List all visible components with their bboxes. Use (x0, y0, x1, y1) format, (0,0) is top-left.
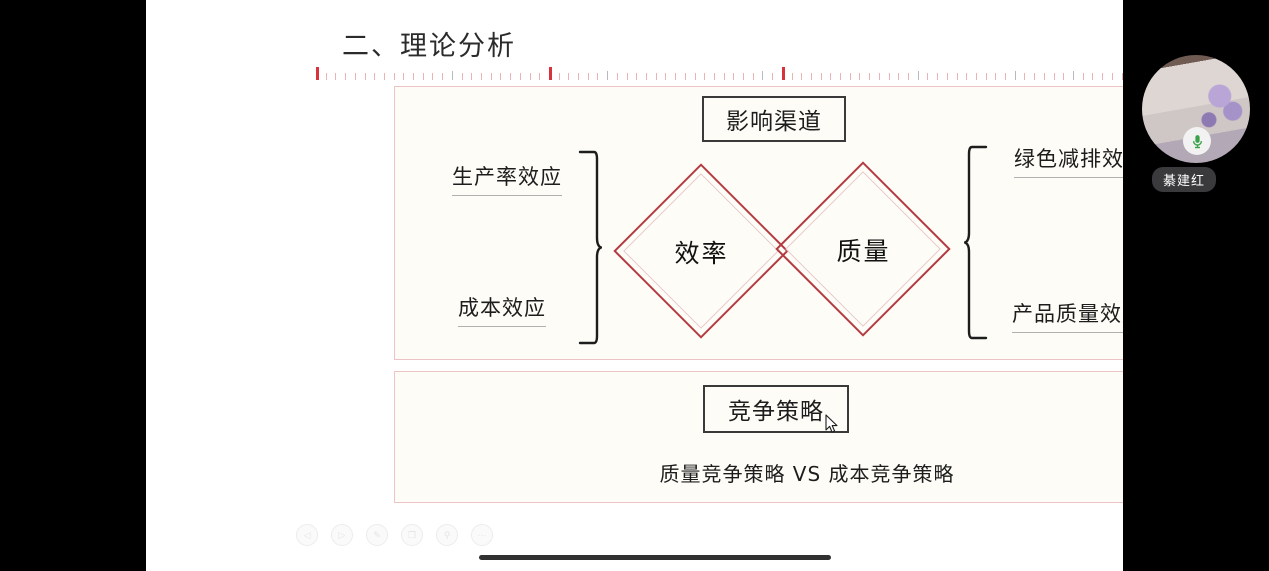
competitive-strategy-heading: 竞争策略 (703, 385, 849, 433)
viewer-toolbar[interactable]: ◁ ▷ ✎ ❐ ⚲ ··· (296, 524, 493, 546)
annotate-pen-icon[interactable]: ✎ (366, 524, 388, 546)
more-options-icon[interactable]: ··· (471, 524, 493, 546)
microphone-active-icon (1183, 127, 1211, 155)
participant-rail: 綦建红 (1123, 0, 1269, 571)
next-slide-icon[interactable]: ▷ (331, 524, 353, 546)
previous-slide-icon[interactable]: ◁ (296, 524, 318, 546)
home-indicator-bar (479, 555, 831, 560)
influence-channel-heading: 影响渠道 (702, 96, 846, 142)
right-curly-brace-icon (964, 145, 988, 340)
diamond-quality-label: 质量 (836, 236, 891, 266)
strategy-comparison-text: 质量竞争策略 VS 成本竞争策略 (659, 462, 955, 486)
duplicate-icon[interactable]: ❐ (401, 524, 423, 546)
page-title: 二、理论分析 (342, 31, 516, 62)
participant-tile[interactable] (1142, 55, 1250, 163)
decorative-tick-ruler (316, 67, 1241, 80)
zoom-magnifier-icon[interactable]: ⚲ (436, 524, 458, 546)
left-curly-brace-icon (578, 150, 602, 345)
label-underline (1014, 177, 1146, 178)
participant-name-badge: 綦建红 (1152, 167, 1217, 192)
diamond-efficiency-label: 效率 (674, 238, 729, 268)
label-productivity-effect-text: 生产率效应 (452, 165, 562, 189)
label-cost-effect-text: 成本效应 (458, 296, 546, 320)
diamond-quality: 质量 (775, 161, 951, 337)
label-underline (1012, 332, 1144, 333)
label-productivity-effect: 生产率效应 (452, 161, 562, 196)
label-underline (452, 195, 562, 196)
label-product-quality-effect-text: 产品质量效应 (1012, 302, 1144, 326)
label-product-quality-effect: 产品质量效应 (1012, 298, 1144, 333)
diamond-efficiency: 效率 (613, 163, 789, 339)
label-cost-effect: 成本效应 (458, 292, 546, 327)
label-underline (458, 326, 546, 327)
slide-surface[interactable]: 二、理论分析 影响渠道 生产率效应 成本效应 绿色减排效应 产品质量效应 (146, 0, 1241, 571)
